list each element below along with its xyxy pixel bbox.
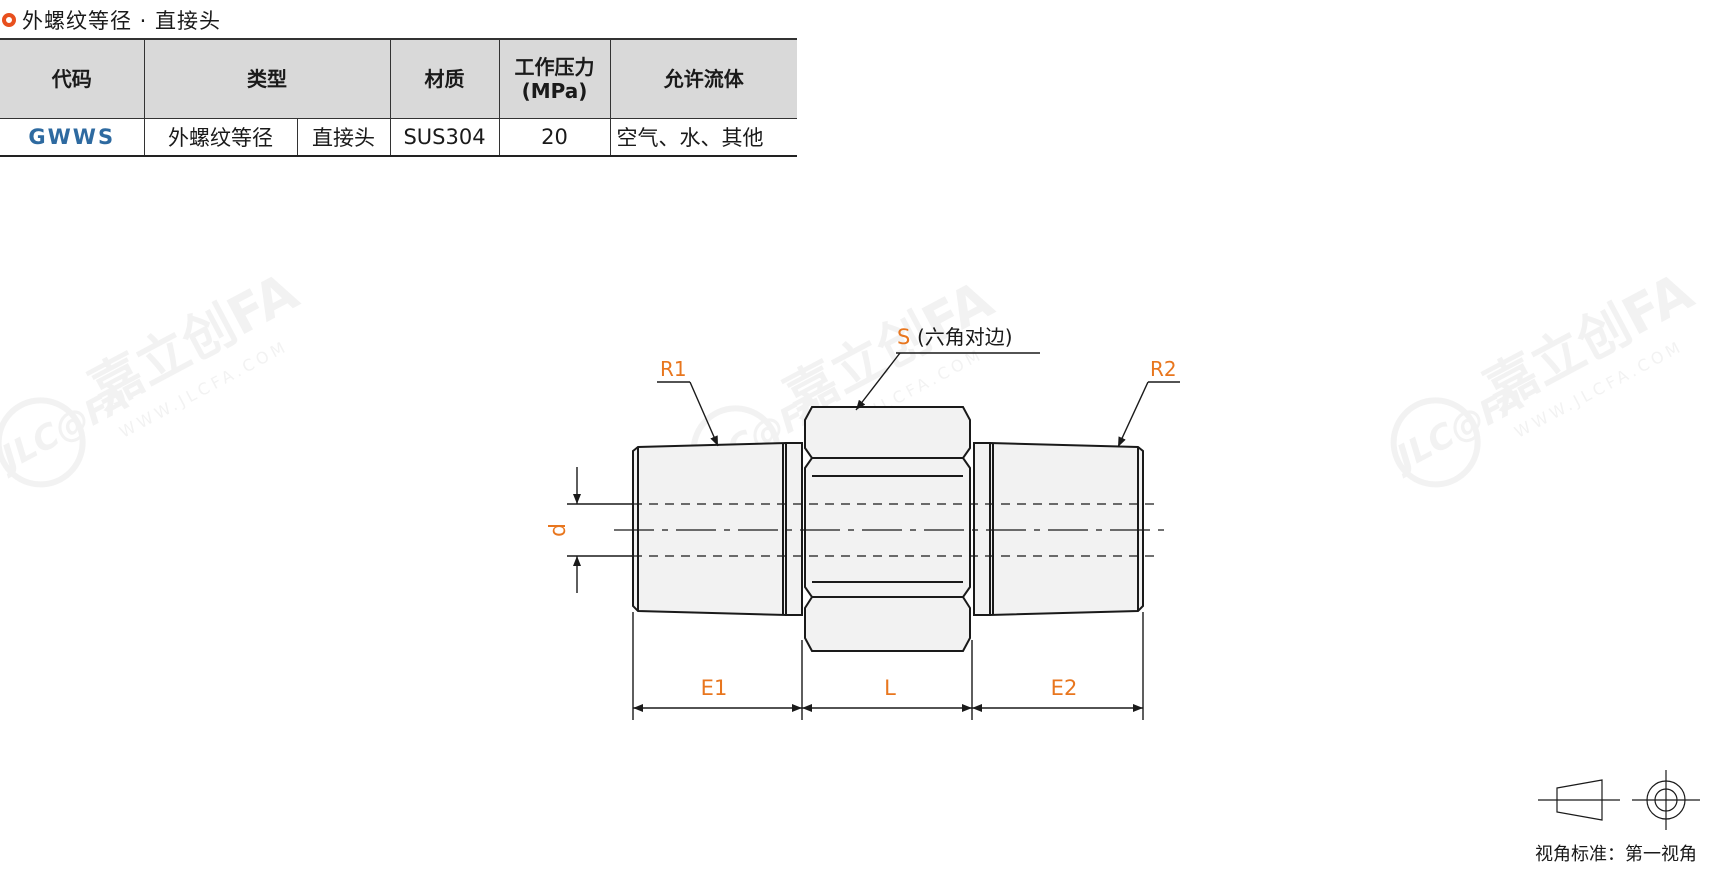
right-thread <box>989 441 1144 617</box>
spec-table: 代码 类型 材质 工作压力 (MPa) 允许流体 GWWS 外螺纹等径 直接头 … <box>0 38 797 157</box>
header-code: 代码 <box>0 38 145 119</box>
header-material: 材质 <box>389 38 500 119</box>
header-pressure-line2: (MPa) <box>521 79 588 103</box>
table-row: GWWS 外螺纹等径 直接头 SUS304 20 空气、水、其他 <box>0 118 797 157</box>
table-header-row: 代码 类型 材质 工作压力 (MPa) 允许流体 <box>0 38 797 119</box>
label-r1: R1 <box>660 357 687 381</box>
right-collar <box>973 442 991 616</box>
leader-lines <box>657 352 1180 448</box>
header-pressure-line1: 工作压力 <box>514 55 595 79</box>
fitting-body <box>632 406 1144 652</box>
section-title: 外螺纹等径 · 直接头 <box>2 5 221 35</box>
hex-nut <box>804 406 971 652</box>
label-r2: R2 <box>1150 357 1177 381</box>
label-e2: E2 <box>1051 676 1078 700</box>
bore-lines <box>614 503 1165 557</box>
left-collar <box>785 442 803 616</box>
dimension-lengths <box>632 612 1144 720</box>
label-d: d <box>546 523 571 537</box>
cell-type-b: 直接头 <box>296 118 391 157</box>
header-type: 类型 <box>143 38 391 119</box>
label-s-note: (六角对边) <box>917 325 1013 349</box>
label-e1: E1 <box>701 676 728 700</box>
watermark-right: JLC@FA 嘉立创FA WWW.JLCFA.COM <box>1385 262 1703 488</box>
projection-symbol-icon <box>1538 770 1700 830</box>
cell-material: SUS304 <box>389 118 500 157</box>
header-pressure: 工作压力 (MPa) <box>498 38 611 119</box>
circle-bullet-icon <box>2 13 16 27</box>
projection-label: 视角标准：第一视角 <box>1535 844 1697 865</box>
cell-fluid: 空气、水、其他 <box>609 118 797 157</box>
label-s: S <box>897 325 910 349</box>
header-fluid: 允许流体 <box>609 38 797 119</box>
cell-pressure: 20 <box>498 118 611 157</box>
dimension-d <box>567 467 633 593</box>
label-l: L <box>884 676 896 700</box>
watermark-left: JLC@FA 嘉立创FA WWW.JLCFA.COM <box>0 262 308 488</box>
section-title-text: 外螺纹等径 · 直接头 <box>22 9 222 33</box>
cell-code[interactable]: GWWS <box>0 118 145 157</box>
left-thread <box>632 441 787 617</box>
cell-type-a: 外螺纹等径 <box>143 118 298 157</box>
